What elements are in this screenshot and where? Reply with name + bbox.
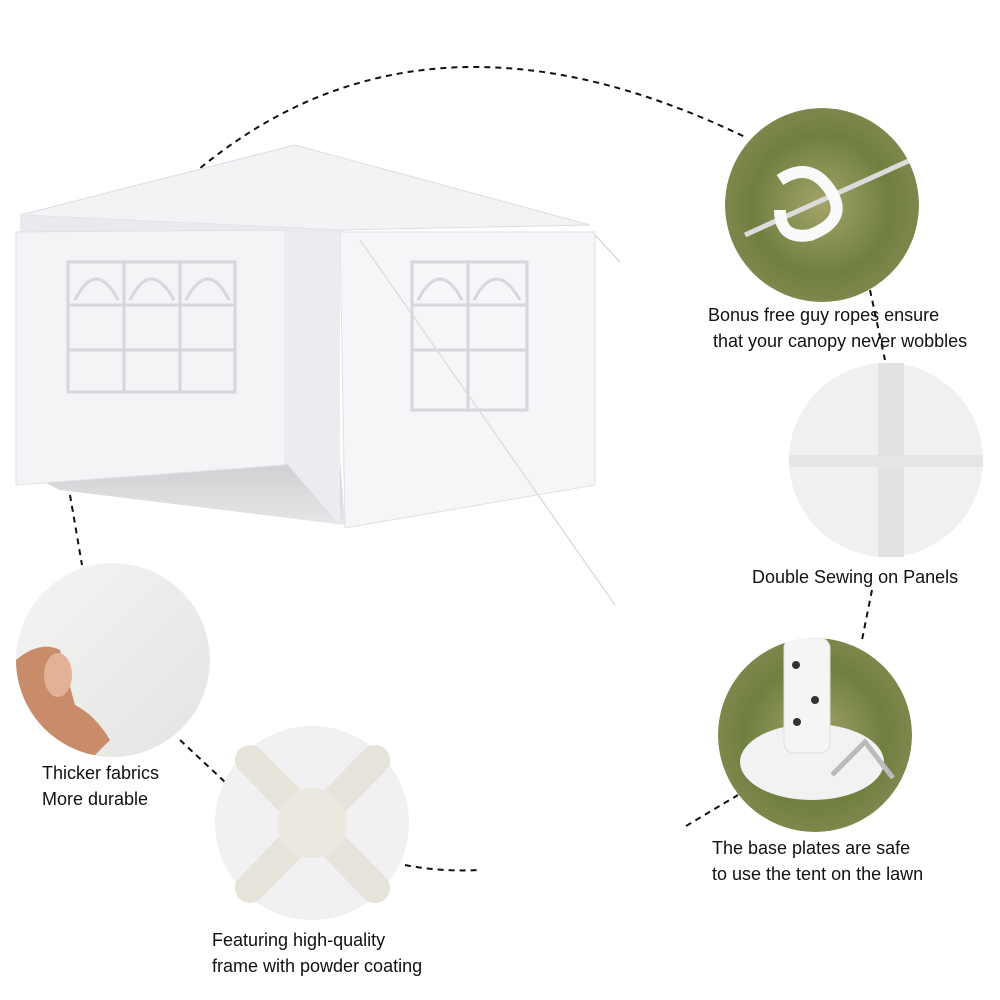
frame-caption: Featuring high-quality frame with powder… (212, 927, 422, 979)
base-plate-photo (718, 638, 912, 832)
sewing-caption: Double Sewing on Panels (752, 564, 958, 590)
base-plates-caption: The base plates are safe to use the tent… (712, 835, 923, 887)
caption-line: Thicker fabrics (42, 763, 160, 783)
guy-ropes-caption: Bonus free guy ropes ensure that your ca… (708, 302, 967, 354)
fabric-caption: Thicker fabrics More durable (42, 760, 159, 812)
caption-line: to use the tent on the lawn (712, 864, 924, 884)
caption-line: More durable (42, 789, 149, 809)
caption-line: Bonus free guy ropes ensure (708, 305, 940, 325)
dashed-connectors (69, 66, 886, 872)
double-sewing-photo (789, 363, 983, 557)
caption-line: The base plates are safe (712, 838, 911, 858)
tent-image (15, 144, 621, 606)
caption-line: Double Sewing on Panels (752, 567, 959, 587)
guy-rope-photo (725, 108, 919, 302)
caption-line: Featuring high-quality (212, 930, 386, 950)
caption-line: frame with powder coating (212, 956, 423, 976)
fabric-photo (16, 563, 210, 757)
caption-line: that your canopy never wobbles (708, 331, 968, 351)
frame-connector-photo (215, 726, 409, 920)
